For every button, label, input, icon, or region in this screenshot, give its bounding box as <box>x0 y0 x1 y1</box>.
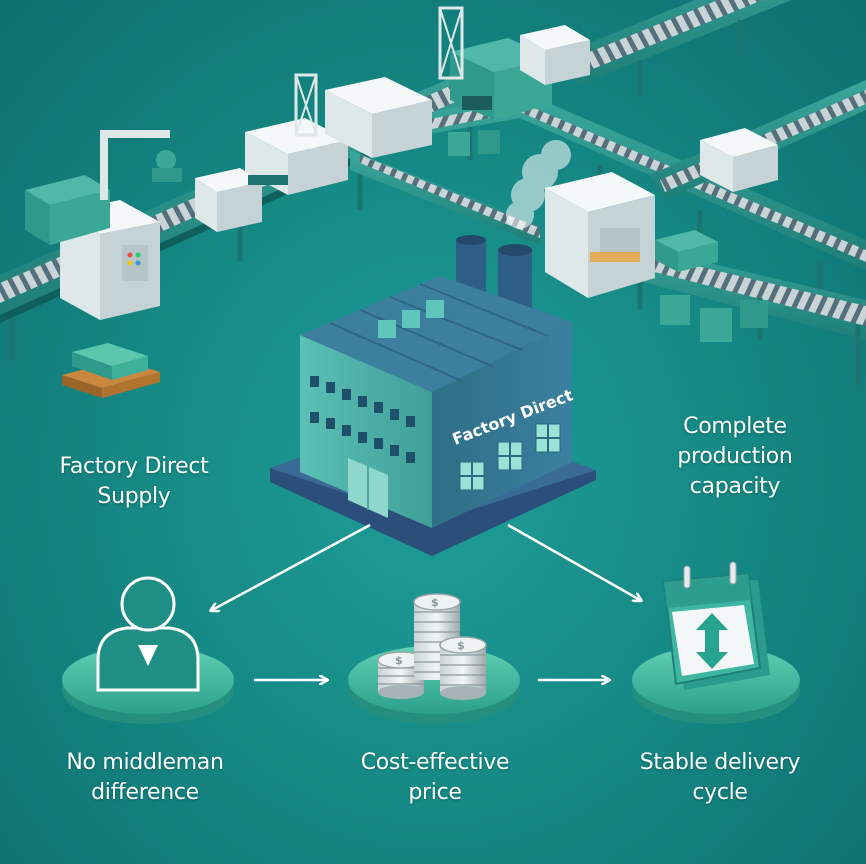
arrow-factory-to-middleman <box>212 523 371 610</box>
label-line: cycle <box>692 780 748 805</box>
towers <box>294 6 464 137</box>
conveyor-top-right <box>560 0 792 95</box>
machine-8 <box>545 172 655 298</box>
label-line: No middleman <box>66 750 224 775</box>
up-down-arrows-icon <box>696 613 728 669</box>
label-no-middleman-difference: No middleman difference <box>40 748 250 808</box>
label-line: Stable delivery <box>639 750 801 775</box>
calendar-icon <box>662 561 770 690</box>
person-icon <box>96 576 200 692</box>
machine-10 <box>655 230 718 272</box>
label-line: production <box>677 444 793 469</box>
pallet-boxes <box>62 343 160 398</box>
production-lines <box>0 0 866 398</box>
label-line: difference <box>91 780 199 805</box>
steam <box>506 140 571 229</box>
svg-text:$: $ <box>431 596 439 609</box>
pedestal-no-middleman <box>62 576 234 724</box>
flow-arrows <box>212 523 640 680</box>
arrow-factory-to-delivery <box>507 523 640 600</box>
label-line: Complete <box>683 414 787 439</box>
label-stable-delivery-cycle: Stable delivery cycle <box>615 748 825 808</box>
label-line: Supply <box>97 484 171 509</box>
machine-5 <box>325 77 432 158</box>
svg-text:$: $ <box>395 654 403 667</box>
boxes-right <box>448 130 768 342</box>
label-line: Factory Direct <box>59 454 209 479</box>
machine-9 <box>700 128 778 192</box>
label-line: capacity <box>689 474 781 499</box>
label-line: Cost-effective <box>360 750 510 775</box>
pedestal-stable-delivery <box>632 561 800 724</box>
svg-text:$: $ <box>457 639 465 652</box>
coins-icon: $ $ $ <box>377 593 487 700</box>
label-complete-production-capacity: Complete production capacity <box>640 412 830 502</box>
label-cost-effective-price: Cost-effective price <box>330 748 540 808</box>
label-factory-direct-supply: Factory Direct Supply <box>34 452 234 512</box>
robot-arm <box>100 130 182 200</box>
machine-7 <box>520 25 590 85</box>
pedestal-cost-effective: $ $ $ <box>348 593 520 724</box>
label-line: price <box>408 780 462 805</box>
machine-2 <box>25 175 110 245</box>
factory-icon: Factory Direct <box>270 235 596 556</box>
machine-3 <box>195 168 262 232</box>
